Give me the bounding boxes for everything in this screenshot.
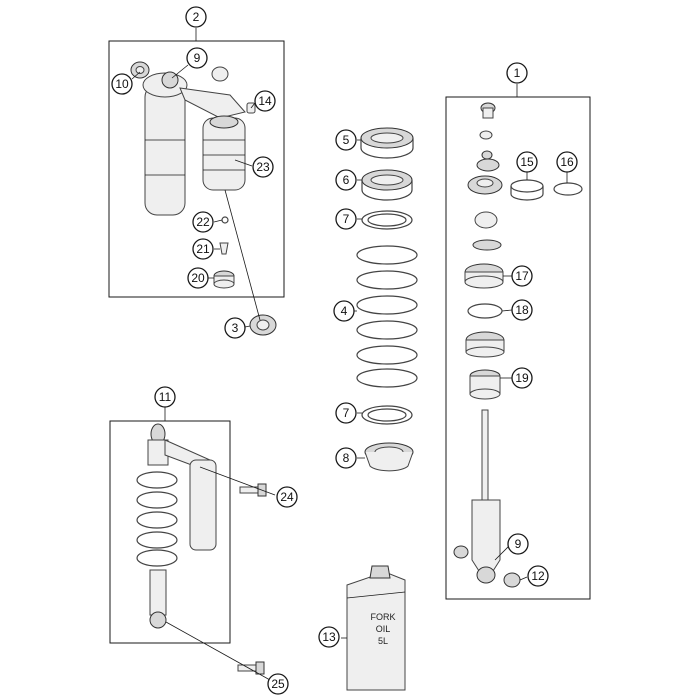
part-4-spring: [356, 245, 418, 388]
part-22-ring: [221, 216, 229, 224]
callout-16-number: 16: [560, 155, 574, 169]
callout-24-number: 24: [280, 490, 294, 504]
callout-7-top-number: 7: [343, 212, 350, 226]
group-frame-11: [109, 420, 231, 644]
callout-4: 4: [333, 300, 355, 322]
callout-10-number: 10: [115, 77, 129, 91]
callout-25-number: 25: [271, 677, 285, 691]
callout-9-bottom: 9: [507, 533, 529, 555]
callout-23: 23: [252, 156, 274, 178]
part-20-cap: [213, 270, 235, 289]
callout-17: 17: [511, 265, 533, 287]
group-1-parts: [453, 102, 521, 588]
callout-14: 14: [254, 90, 276, 112]
part-7-washer-bottom: [361, 405, 413, 425]
callout-20-number: 20: [191, 271, 205, 285]
callout-7-top: 7: [335, 208, 357, 230]
callout-23-number: 23: [256, 160, 270, 174]
part-13-oil-canister: FORK OIL 5L: [346, 565, 406, 691]
callout-9-bottom-number: 9: [515, 537, 522, 551]
callout-21: 21: [192, 238, 214, 260]
part-16-snap-ring: [553, 182, 583, 196]
callout-24: 24: [276, 486, 298, 508]
part-10-bushing: [130, 61, 150, 79]
group-11-shock: [136, 423, 217, 629]
callout-18: 18: [511, 299, 533, 321]
callout-6: 6: [335, 169, 357, 191]
group-frame-1: [445, 96, 591, 600]
callout-7-bottom-number: 7: [343, 406, 350, 420]
part-25-bolt: [237, 661, 265, 675]
callout-6-number: 6: [343, 173, 350, 187]
callout-2: 2: [185, 6, 207, 28]
callout-13-number: 13: [322, 630, 336, 644]
callout-12-number: 12: [531, 569, 545, 583]
oil-can-label-line1: FORK: [370, 612, 395, 622]
callout-5-number: 5: [343, 133, 350, 147]
part-5-spring-retainer: [360, 127, 414, 159]
part-7-washer-top: [361, 210, 413, 230]
callout-22: 22: [192, 211, 214, 233]
callout-3: 3: [224, 317, 246, 339]
shock-body-assembly: [142, 71, 246, 216]
callout-9-top-number: 9: [194, 51, 201, 65]
callout-1-number: 1: [514, 66, 521, 80]
callout-8-number: 8: [343, 451, 350, 465]
callout-10: 10: [111, 73, 133, 95]
oil-can-label-line3: 5L: [378, 636, 388, 646]
callout-19-number: 19: [515, 371, 529, 385]
oil-can-label-line2: OIL: [376, 624, 391, 634]
callout-15-number: 15: [520, 155, 534, 169]
callout-8: 8: [335, 447, 357, 469]
callout-12: 12: [527, 565, 549, 587]
callout-5: 5: [335, 129, 357, 151]
callout-2-number: 2: [193, 10, 200, 24]
callout-15: 15: [516, 151, 538, 173]
callout-13: 13: [318, 626, 340, 648]
part-6-adjusting-ring: [361, 169, 413, 201]
callout-4-number: 4: [341, 304, 348, 318]
group-frame-2: [108, 40, 285, 298]
callout-9-top: 9: [186, 47, 208, 69]
callout-22-number: 22: [196, 215, 210, 229]
callout-11: 11: [154, 386, 176, 408]
callout-18-number: 18: [515, 303, 529, 317]
callout-11-number: 11: [159, 390, 172, 404]
callout-16: 16: [556, 151, 578, 173]
callout-3-number: 3: [232, 321, 239, 335]
callout-21-number: 21: [196, 242, 210, 256]
callout-20: 20: [187, 267, 209, 289]
callout-1: 1: [506, 62, 528, 84]
part-15-ring: [510, 179, 544, 201]
callout-17-number: 17: [515, 269, 529, 283]
part-8-spring-seat: [364, 442, 414, 472]
part-cap: [211, 66, 229, 82]
part-3-bearing: [249, 314, 277, 336]
callout-7-bottom: 7: [335, 402, 357, 424]
part-21-valve: [219, 242, 229, 255]
callout-19: 19: [511, 367, 533, 389]
callout-14-number: 14: [258, 94, 272, 108]
callout-25: 25: [267, 673, 289, 695]
leader-lines: [131, 28, 568, 681]
